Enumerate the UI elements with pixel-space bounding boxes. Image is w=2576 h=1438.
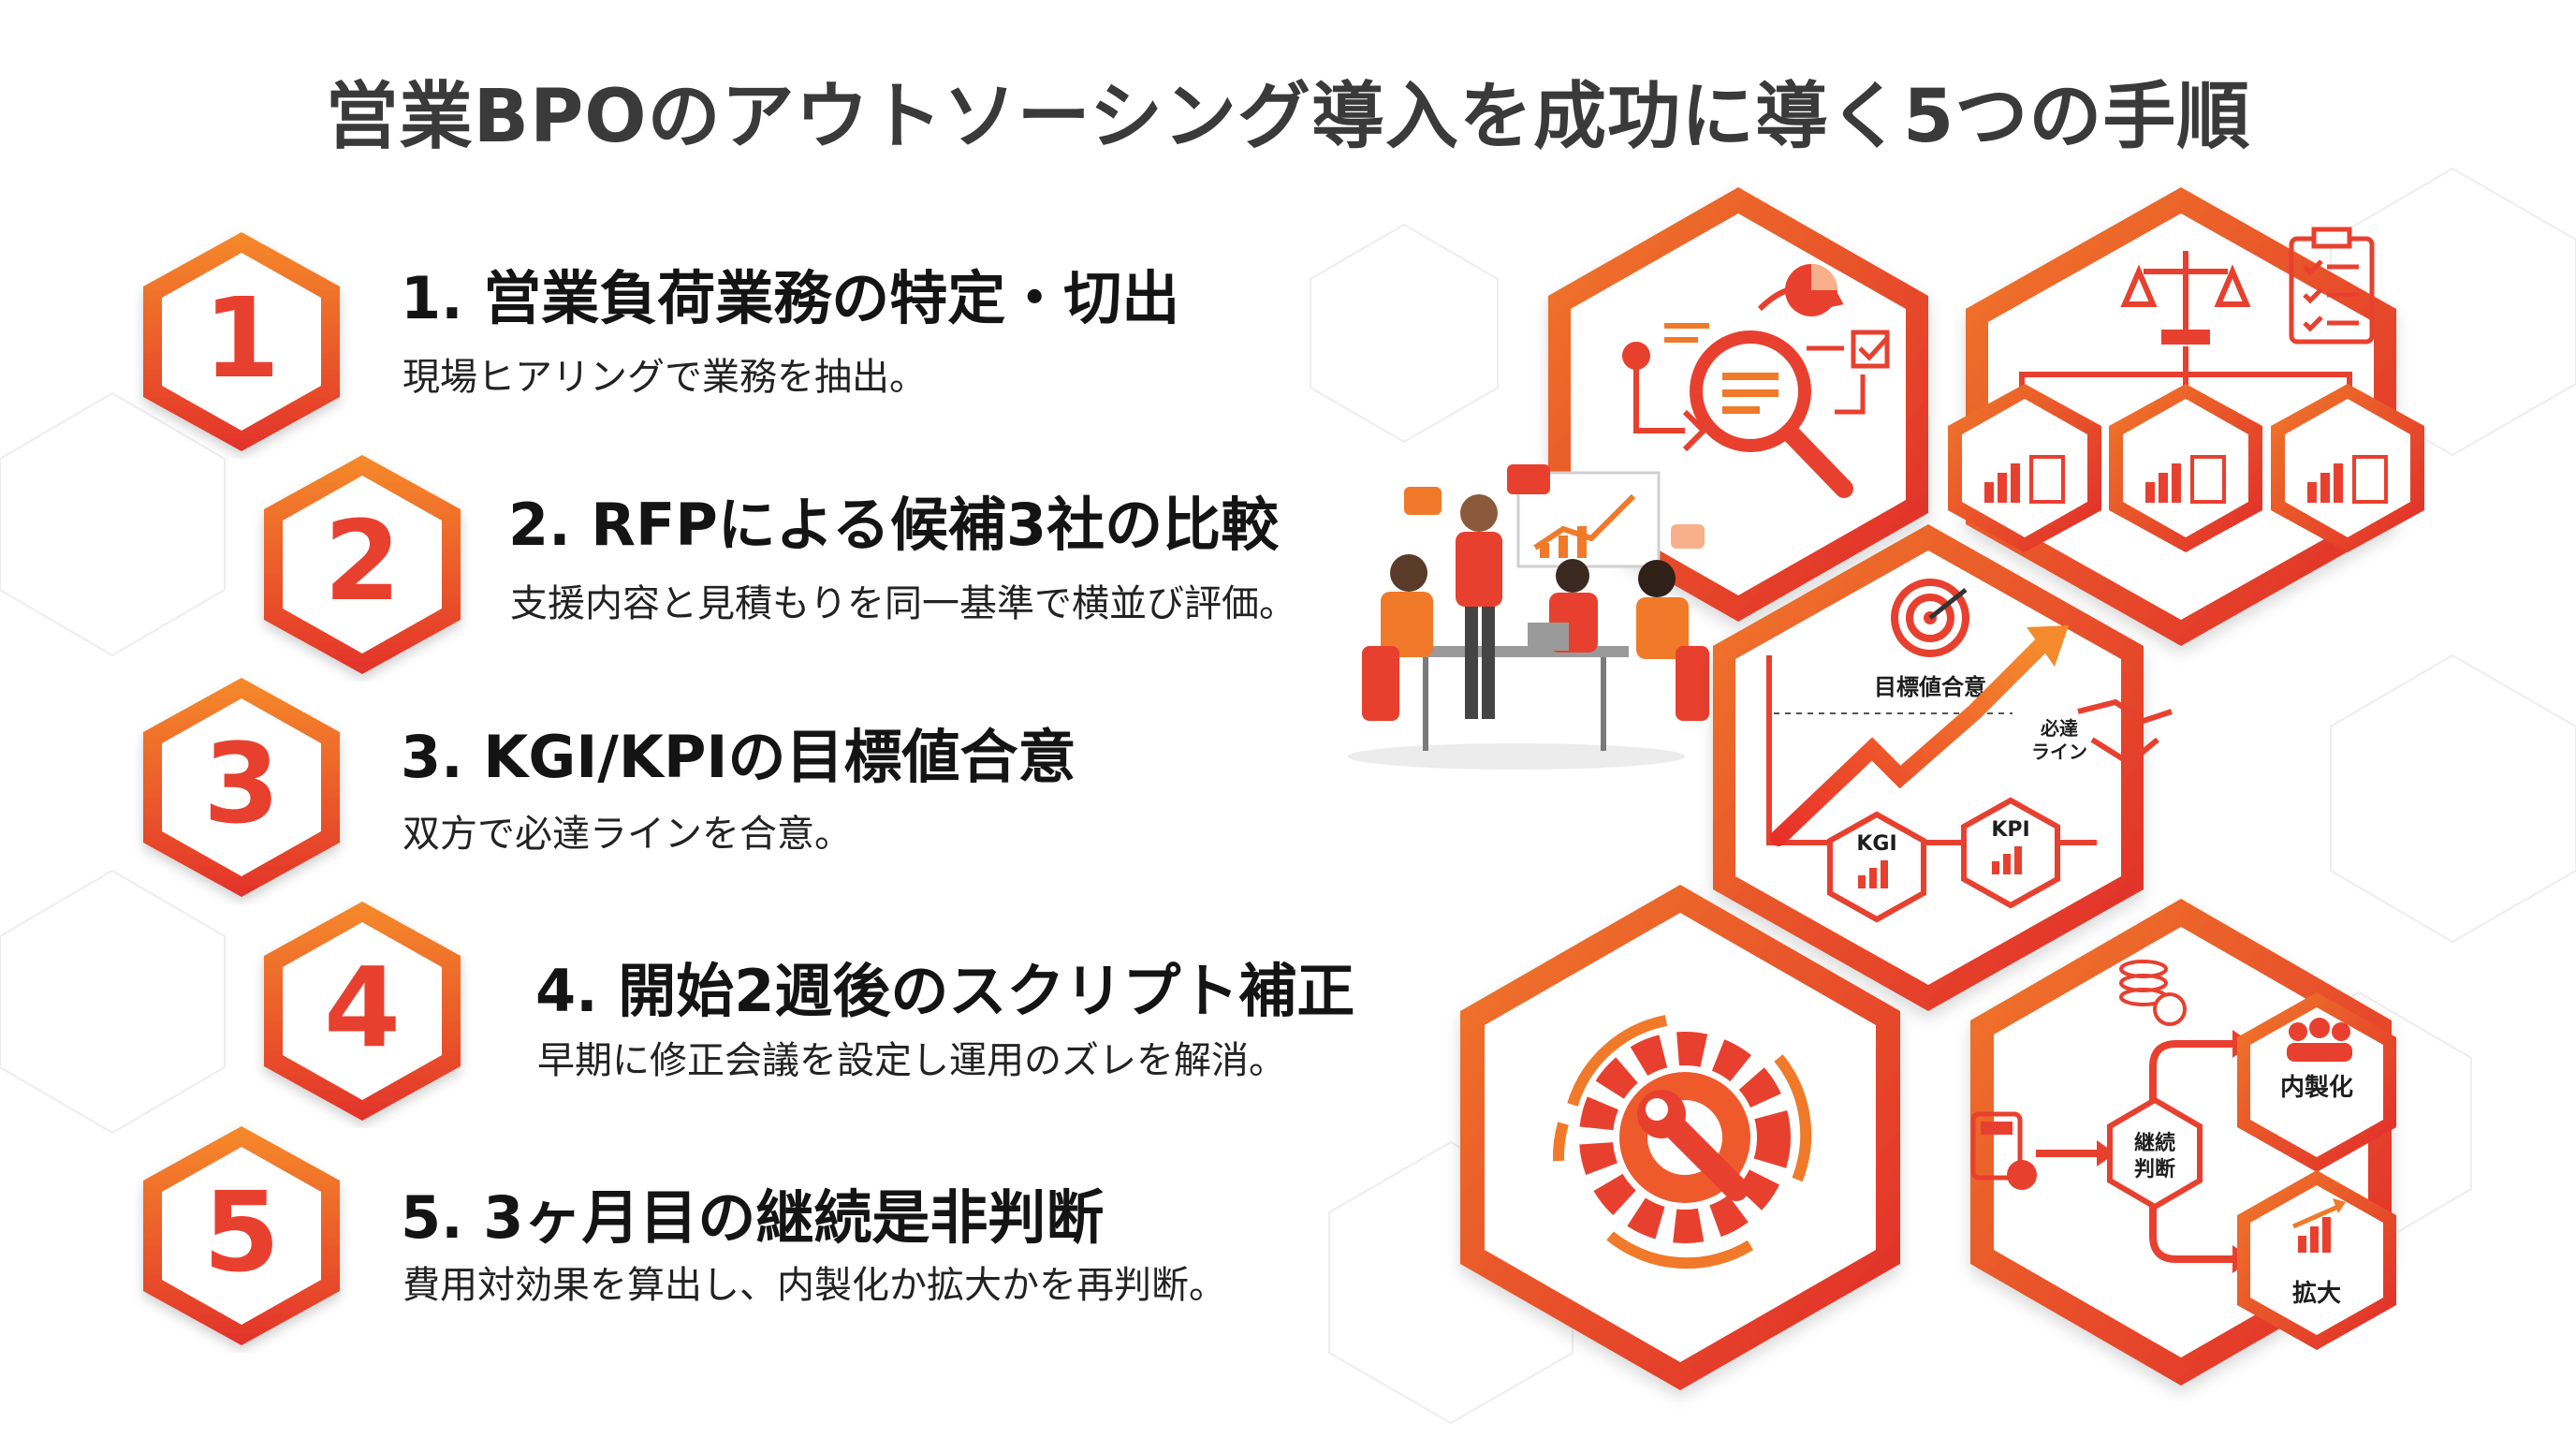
step-3-number: 3 [203, 719, 280, 848]
checkbox-icon [1807, 330, 1890, 415]
expand-hex: 拡大 [2237, 1170, 2396, 1350]
insource-hex: 内製化 [2237, 992, 2396, 1172]
magnifier-icon [1690, 330, 1853, 498]
step-2-number: 2 [324, 496, 401, 625]
handshake-icon [2077, 698, 2173, 767]
kpi-hex: KPI [1961, 797, 2060, 909]
rfp-comparison-hex-panel [1948, 187, 2424, 646]
step-4-number: 4 [324, 943, 401, 1072]
kgi-label: KGI [1856, 832, 1896, 856]
step-1-hex-badge: 1 [143, 232, 340, 451]
vendor-hex-3 [2271, 384, 2424, 552]
cycle-arrows-icon [1552, 1015, 1812, 1269]
line-label-1: 必達 [2040, 717, 2078, 740]
line-label-2: ライン [2031, 741, 2087, 763]
page-title: 営業BPOのアウトソーシング導入を成功に導く5つの手順 [325, 75, 2251, 159]
step-5-number: 5 [203, 1167, 280, 1297]
step-1-heading: 1. 営業負荷業務の特定・切出 [401, 264, 1180, 332]
vendor-hex-2 [2109, 384, 2262, 552]
target-icon [1891, 579, 1969, 657]
decision-label-2: 判断 [2134, 1157, 2175, 1181]
target-agreement-hex-panel: 目標値合意 必達 ライン KGI KPI [1713, 524, 2173, 1011]
step-2-hex-badge: 2 [264, 455, 461, 674]
team-meeting-illustration [1348, 464, 1709, 770]
calculator-icon [1970, 1111, 2037, 1190]
decision-hex-panel: 継続 判断 内製化 拡大 [1970, 899, 2396, 1386]
step-4-description: 早期に修正会議を設定し運用のズレを解消。 [537, 1039, 1286, 1082]
vendor-hex-1 [1948, 384, 2101, 552]
decision-hex: 継続 判断 [2107, 1096, 2203, 1211]
growth-chart-icon [2291, 1198, 2346, 1253]
step-5-heading: 5. 3ヶ月目の継続是非判断 [401, 1183, 1105, 1252]
step-1-description: 現場ヒアリングで業務を抽出。 [402, 356, 927, 399]
kgi-hex: KGI [1827, 811, 1926, 923]
script-correction-hex-panel [1460, 885, 1900, 1390]
target-label: 目標値合意 [1874, 674, 1986, 700]
step-3-description: 双方で必達ラインを合意。 [402, 813, 852, 856]
step-1-number: 1 [203, 273, 280, 403]
option-expand-label: 拡大 [2292, 1280, 2341, 1308]
step-5-description: 費用対効果を算出し、内製化か拡大かを再判断。 [402, 1264, 1226, 1307]
step-5-hex-badge: 5 [143, 1126, 340, 1345]
pie-chart-icon [1785, 264, 1837, 316]
scales-icon [2120, 251, 2251, 345]
coins-icon [2119, 960, 2187, 1026]
people-group-icon [2287, 1018, 2352, 1062]
step-4-heading: 4. 開始2週後のスクリプト補正 [535, 957, 1355, 1025]
step-2-heading: 2. RFPによる候補3社の比較 [508, 491, 1280, 559]
step-4-hex-badge: 4 [264, 902, 461, 1121]
step-2-description: 支援内容と見積もりを同一基準で横並び評価。 [510, 582, 1296, 625]
step-3-hex-badge: 3 [143, 678, 340, 897]
wrench-icon [1637, 1090, 1749, 1201]
checklist-icon [2289, 227, 2375, 345]
option-insource-label: 内製化 [2280, 1074, 2353, 1102]
decision-label-1: 継続 [2134, 1131, 2175, 1155]
step-3-heading: 3. KGI/KPIの目標値合意 [401, 723, 1076, 791]
kpi-label: KPI [1991, 818, 2029, 842]
